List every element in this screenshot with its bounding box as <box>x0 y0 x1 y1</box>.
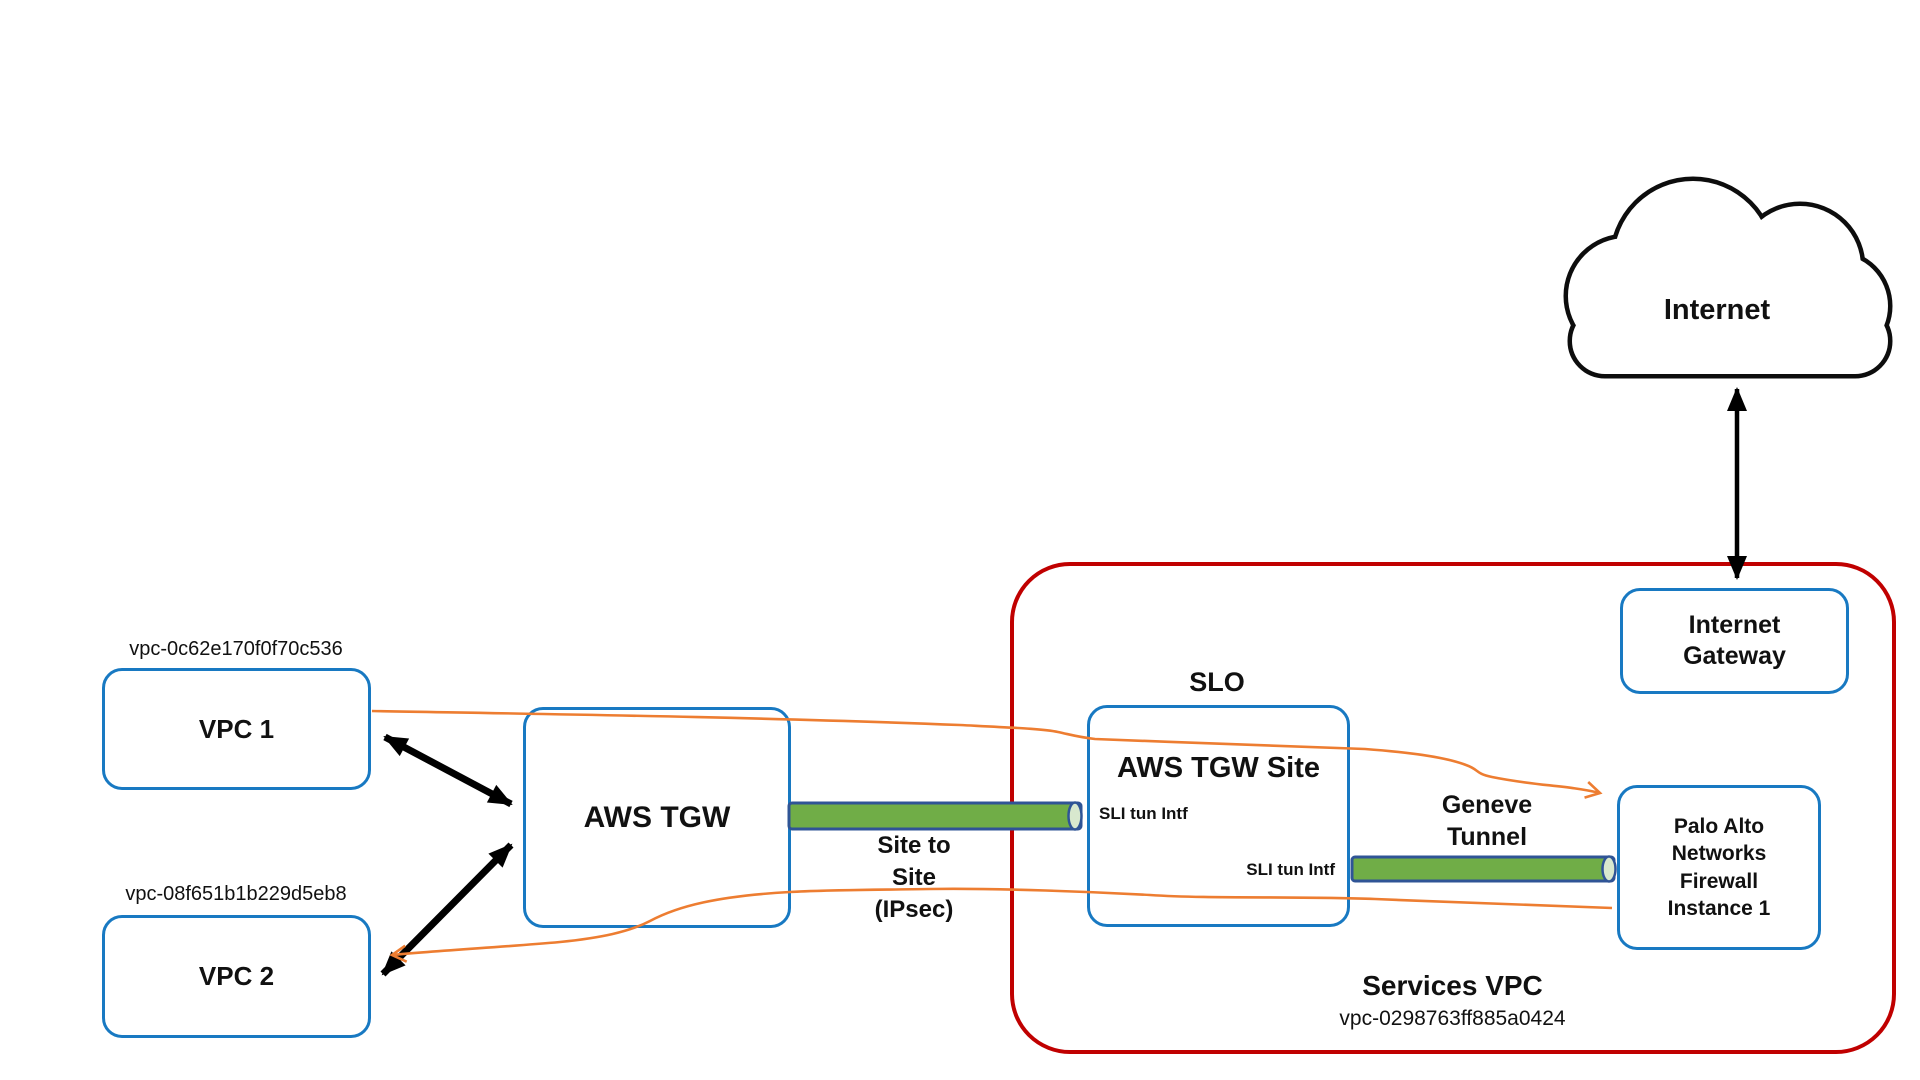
slo-label: SLO <box>1189 667 1245 697</box>
vpc1-tgw-arrow <box>383 733 513 808</box>
vpc1-id: vpc-0c62e170f0f70c536 <box>129 638 343 660</box>
aws-tgw-site-title: AWS TGW Site <box>1117 752 1320 784</box>
vpc2-tgw-arrow <box>380 842 514 977</box>
sli-tun-intf-bottom-label: SLI tun Intf <box>1246 860 1335 879</box>
site-to-site-label: Site to Site (IPsec) <box>874 832 954 923</box>
services-vpc-id: vpc-0298763ff885a0424 <box>1339 1007 1566 1030</box>
sli-tun-intf-top-label: SLI tun Intf <box>1099 804 1188 823</box>
aws-tgw-title: AWS TGW <box>583 800 731 834</box>
services-vpc-title: Services VPC <box>1362 970 1543 1001</box>
vpc2-title: VPC 2 <box>198 961 275 991</box>
geneve-tunnel-label: Geneve Tunnel <box>1441 791 1533 851</box>
internet-gateway-label: Internet Gateway <box>1683 610 1786 670</box>
vpc1-title: VPC 1 <box>198 713 275 744</box>
internet-label: Internet <box>1663 294 1771 326</box>
vpc1-box: VPC 1 <box>102 668 371 790</box>
palo-alto-firewall-box: Palo Alto Networks Firewall Instance 1 <box>1617 785 1821 950</box>
vpc2-box: VPC 2 <box>102 915 371 1038</box>
vpc2-id: vpc-08f651b1b229d5eb8 <box>125 883 347 905</box>
internet-cloud-shape <box>1563 176 1893 379</box>
aws-tgw-site-box: AWS TGW Site SLI tun Intf SLI tun Intf <box>1087 705 1350 927</box>
aws-tgw-box: AWS TGW <box>523 707 791 928</box>
palo-alto-firewall-label: Palo Alto Networks Firewall Instance 1 <box>1667 814 1771 920</box>
internet-gateway-box: Internet Gateway <box>1620 588 1849 694</box>
